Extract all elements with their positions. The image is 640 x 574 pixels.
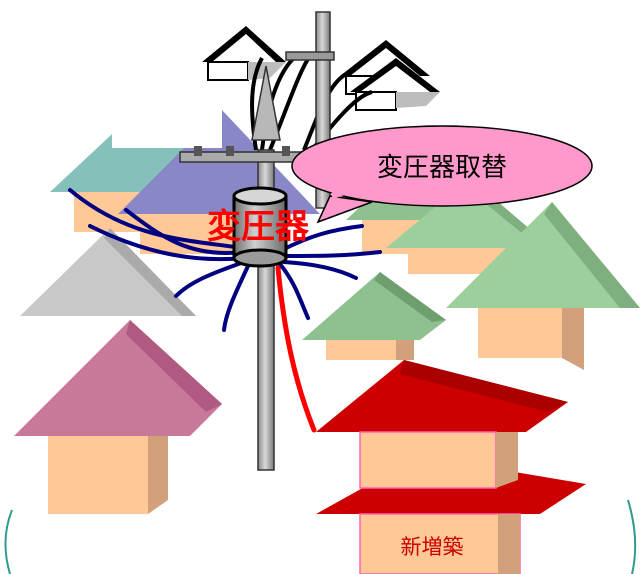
frame-border xyxy=(4,499,637,574)
transformer-label: 変圧器 xyxy=(207,207,310,247)
existing-distribution-wires xyxy=(68,188,382,332)
house-new-red xyxy=(316,360,586,574)
house-green-right xyxy=(446,202,640,370)
new-building-label: 新増築 xyxy=(401,535,464,559)
house-pink xyxy=(14,320,222,514)
house-gray xyxy=(20,228,196,316)
house-small-top-left xyxy=(202,26,286,81)
house-green-small xyxy=(302,272,446,360)
new-service-wire xyxy=(275,265,317,433)
transformer xyxy=(232,186,288,268)
callout-bubble-label: 変圧器取替 xyxy=(377,153,507,183)
callout-bubble xyxy=(291,125,593,224)
